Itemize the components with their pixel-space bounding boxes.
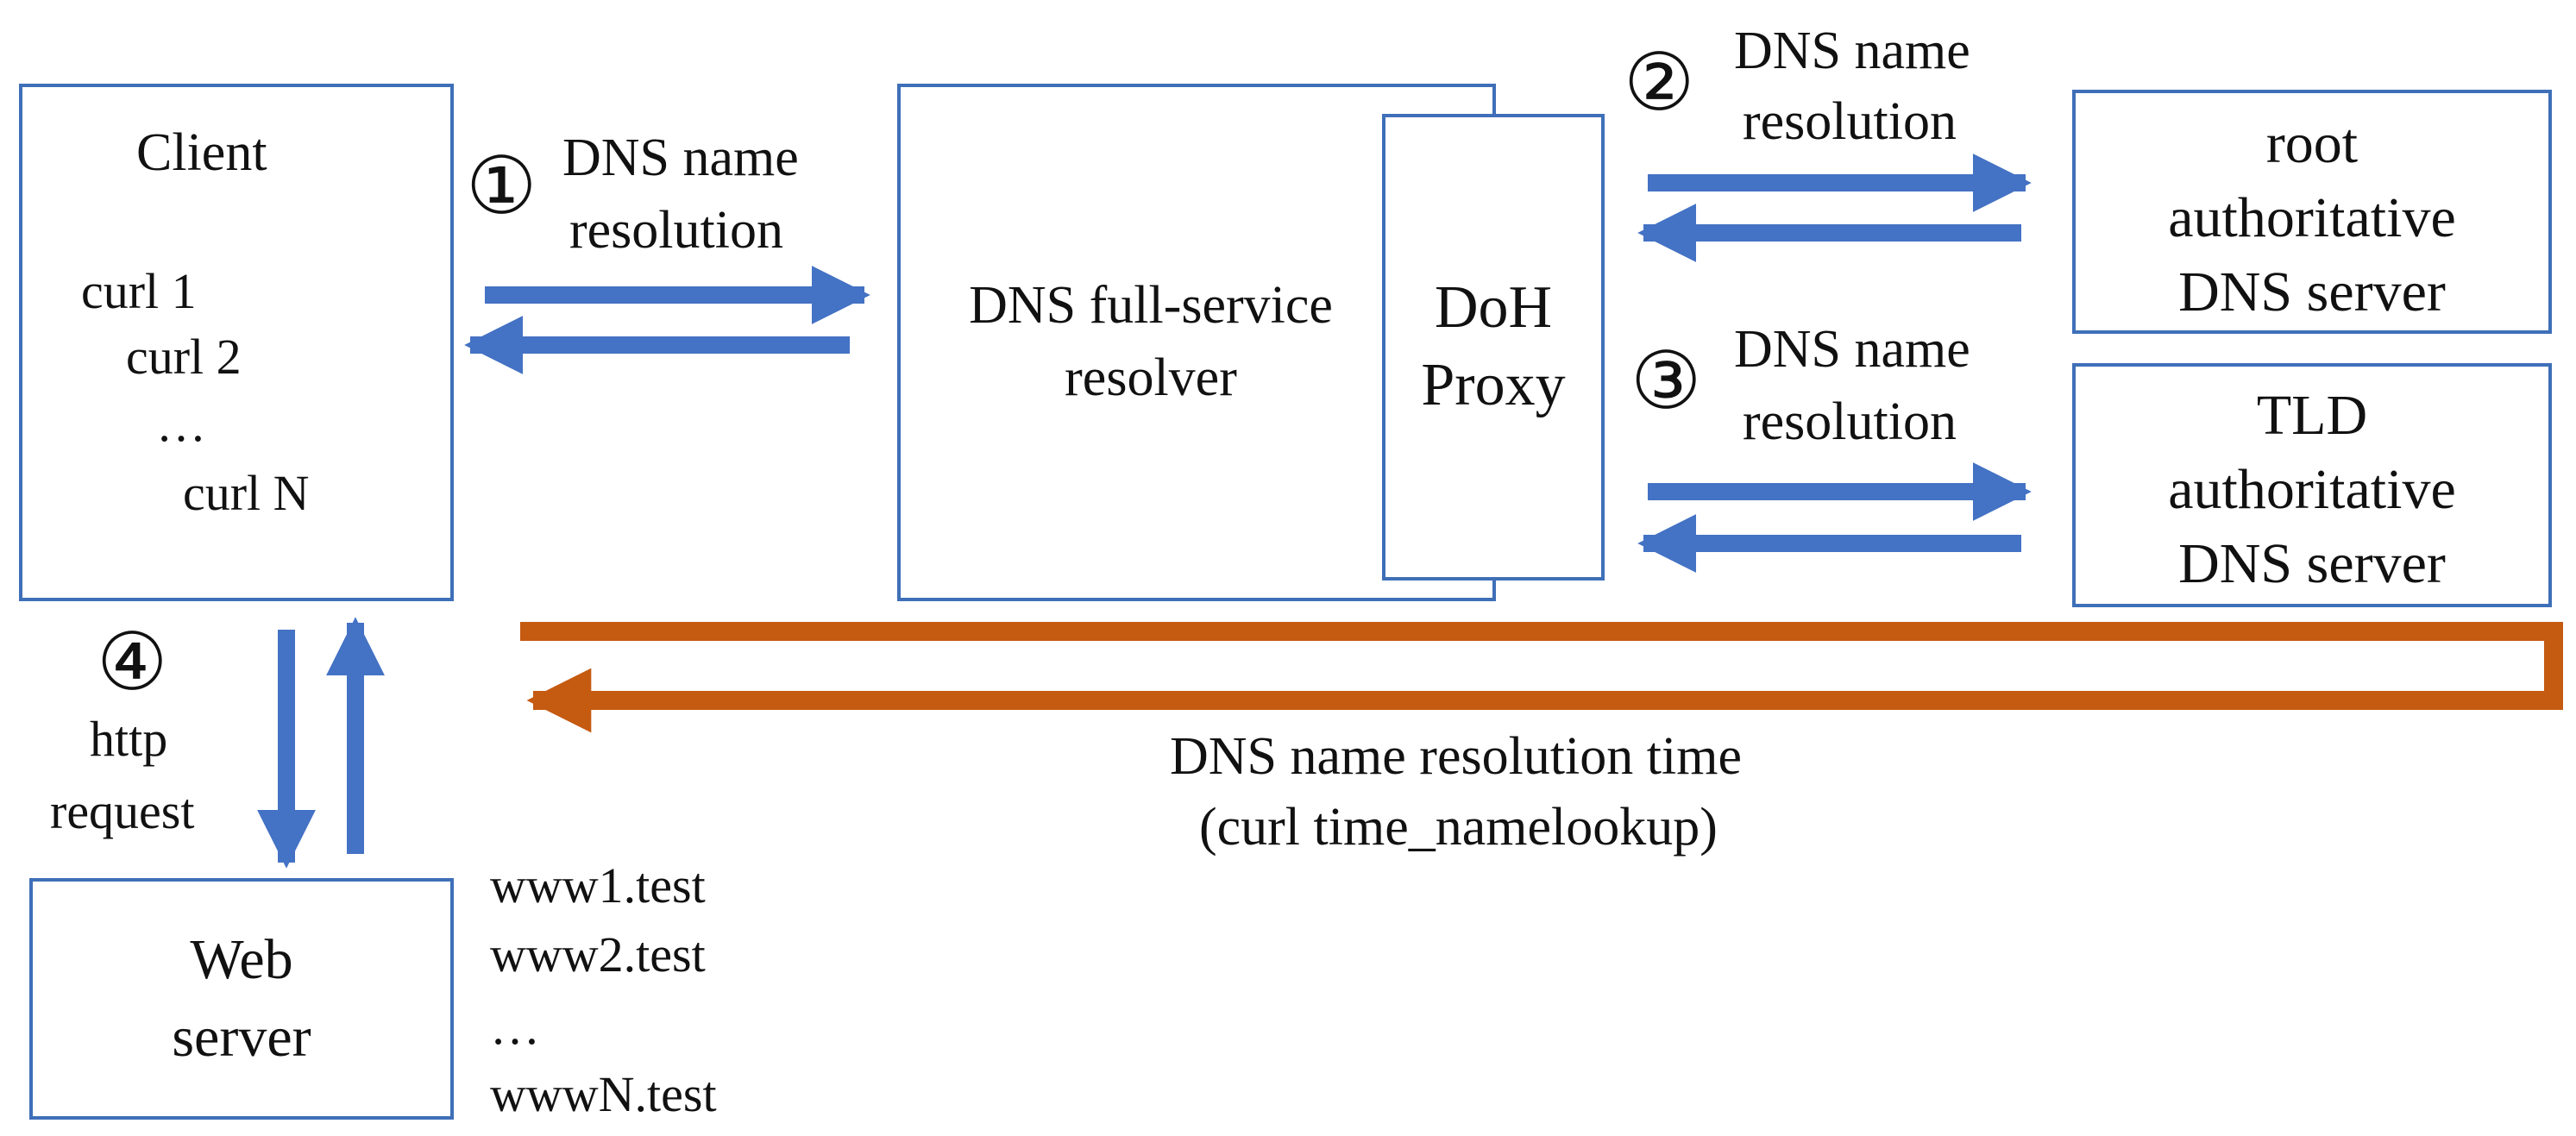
web-line-1: Web: [190, 928, 293, 991]
timing-line-1: DNS name resolution time: [1170, 727, 1742, 786]
doh-line-2: Proxy: [1421, 352, 1566, 418]
web-host-n: wwwN.test: [490, 1066, 717, 1122]
root-line-1: root: [2265, 112, 2359, 175]
step-4-line-2: request: [50, 783, 195, 839]
web-host-ellipsis: …: [490, 999, 540, 1055]
timing-line-2: (curl time_namelookup): [1199, 798, 1718, 857]
doh-proxy-box: DoH Proxy: [1382, 114, 1605, 581]
root-server-box: root authoritative DNS server: [2072, 90, 2552, 334]
step-1-line-1: DNS name: [562, 129, 799, 187]
client-title: Client: [136, 123, 267, 182]
web-host-2: www2.test: [490, 926, 706, 982]
web-line-2: server: [172, 1006, 311, 1069]
client-curl-ellipsis: …: [156, 396, 206, 452]
step-3-line-1: DNS name: [1734, 320, 1970, 379]
root-line-3: DNS server: [2178, 260, 2446, 323]
step-1-number: ①: [466, 142, 537, 230]
arrow-resolution-time: [520, 622, 2563, 733]
client-box: Client curl 1 curl 2 … curl N: [19, 84, 454, 601]
tld-server-box: TLD authoritative DNS server: [2072, 363, 2552, 607]
resolver-line-1: DNS full-service: [969, 276, 1333, 335]
client-curl-n: curl N: [183, 465, 310, 521]
step-2-number: ②: [1624, 39, 1695, 127]
client-curl-1: curl 1: [81, 263, 197, 319]
tld-line-3: DNS server: [2178, 532, 2446, 595]
resolver-line-2: resolver: [1065, 348, 1237, 407]
tld-line-2: authoritative: [2168, 458, 2456, 521]
step-2-line-1: DNS name: [1734, 22, 1970, 80]
doh-line-1: DoH: [1434, 274, 1553, 341]
web-server-box: Web server: [29, 878, 454, 1120]
step-4-line-1: http: [90, 711, 168, 767]
step-3-number: ③: [1630, 337, 1702, 425]
step-3-line-2: resolution: [1743, 392, 1957, 451]
step-2-line-2: resolution: [1743, 92, 1957, 151]
step-1-line-2: resolution: [569, 201, 783, 260]
tld-line-1: TLD: [2256, 384, 2368, 447]
web-host-1: www1.test: [490, 857, 706, 913]
client-curl-2: curl 2: [126, 329, 242, 385]
step-4-number: ④: [97, 618, 168, 706]
root-line-2: authoritative: [2168, 186, 2456, 249]
